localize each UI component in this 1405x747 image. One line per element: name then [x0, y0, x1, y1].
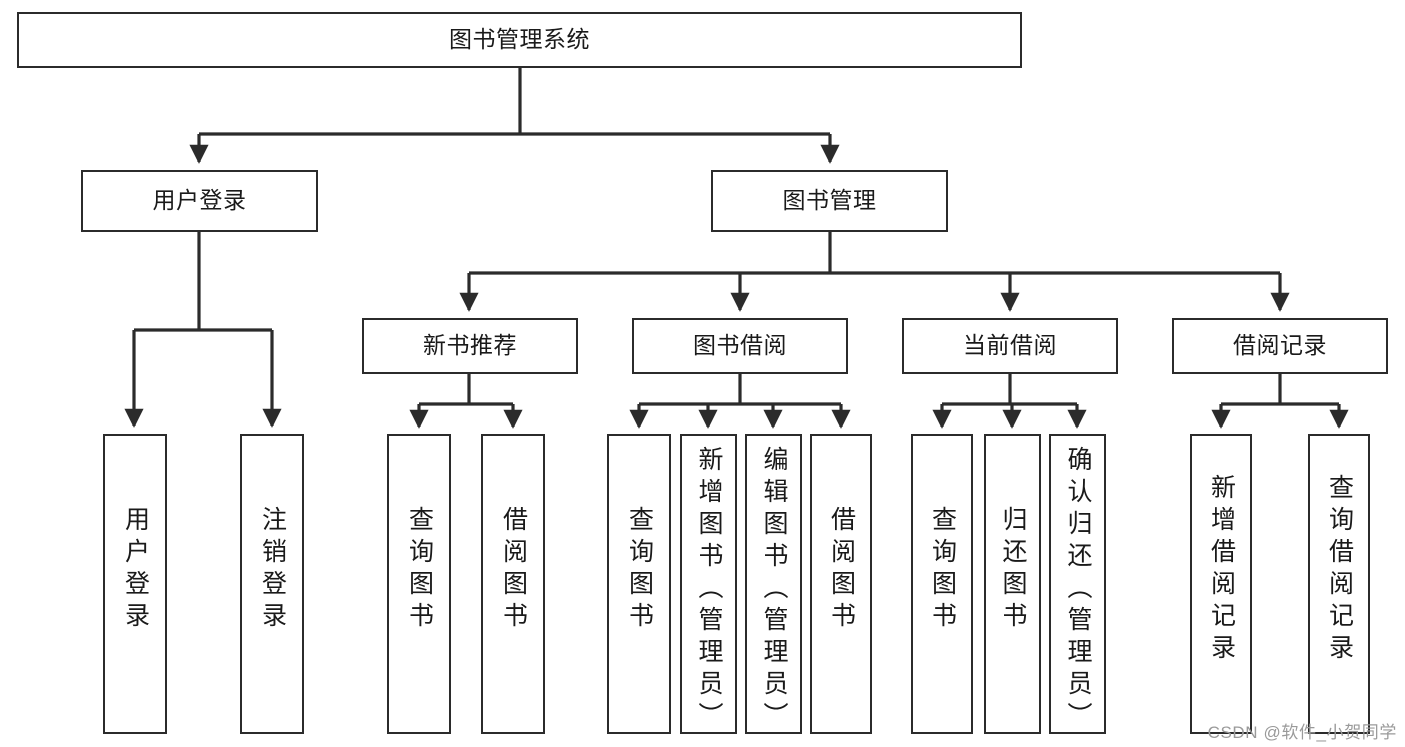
node-new-book-recommend[interactable]: 新书推荐	[362, 318, 578, 374]
node-leaf-borrow-book-1[interactable]: 借阅图书	[481, 434, 545, 734]
node-leaf-query-book-1[interactable]: 查询图书	[387, 434, 451, 734]
node-current-borrow-label: 当前借阅	[963, 332, 1057, 359]
node-leaf-confirm-return-label: 确认归还（管理员）	[1064, 446, 1092, 734]
node-borrow-record-label: 借阅记录	[1233, 332, 1327, 359]
node-leaf-edit-book[interactable]: 编辑图书（管理员）	[745, 434, 802, 734]
node-leaf-borrow-book-1-label: 借阅图书	[499, 506, 528, 634]
node-book-manage[interactable]: 图书管理	[711, 170, 948, 232]
node-book-manage-label: 图书管理	[782, 187, 877, 214]
node-leaf-borrow-book-2-label: 借阅图书	[827, 506, 856, 634]
node-leaf-query-record-label: 查询借阅记录	[1325, 474, 1354, 666]
node-current-borrow[interactable]: 当前借阅	[902, 318, 1118, 374]
node-leaf-user-login-label: 用户登录	[121, 506, 150, 634]
node-leaf-confirm-return[interactable]: 确认归还（管理员）	[1049, 434, 1106, 734]
node-leaf-return-book-label: 归还图书	[999, 506, 1027, 634]
node-leaf-borrow-book-2[interactable]: 借阅图书	[810, 434, 872, 734]
node-leaf-add-record[interactable]: 新增借阅记录	[1190, 434, 1252, 734]
node-leaf-query-book-2-label: 查询图书	[625, 506, 654, 634]
node-leaf-user-login[interactable]: 用户登录	[103, 434, 167, 734]
node-root[interactable]: 图书管理系统	[17, 12, 1022, 68]
node-leaf-return-book[interactable]: 归还图书	[984, 434, 1041, 734]
node-new-book-recommend-label: 新书推荐	[423, 332, 517, 359]
node-borrow-record[interactable]: 借阅记录	[1172, 318, 1388, 374]
node-leaf-add-book[interactable]: 新增图书（管理员）	[680, 434, 737, 734]
node-leaf-query-book-2[interactable]: 查询图书	[607, 434, 671, 734]
node-leaf-user-logout-label: 注销登录	[258, 506, 287, 634]
node-leaf-query-record[interactable]: 查询借阅记录	[1308, 434, 1370, 734]
node-book-borrow-label: 图书借阅	[693, 332, 787, 359]
node-root-label: 图书管理系统	[449, 26, 590, 53]
node-user-login[interactable]: 用户登录	[81, 170, 318, 232]
node-leaf-query-book-3[interactable]: 查询图书	[911, 434, 973, 734]
node-user-login-label: 用户登录	[152, 187, 247, 214]
node-leaf-edit-book-label: 编辑图书（管理员）	[760, 446, 788, 734]
node-leaf-add-book-label: 新增图书（管理员）	[695, 446, 723, 734]
node-book-borrow[interactable]: 图书借阅	[632, 318, 848, 374]
csdn-watermark: CSDN @软件_小贺同学	[1207, 723, 1397, 742]
node-leaf-query-book-1-label: 查询图书	[405, 506, 434, 634]
node-leaf-add-record-label: 新增借阅记录	[1207, 474, 1236, 666]
node-leaf-query-book-3-label: 查询图书	[928, 506, 957, 634]
node-leaf-user-logout[interactable]: 注销登录	[240, 434, 304, 734]
